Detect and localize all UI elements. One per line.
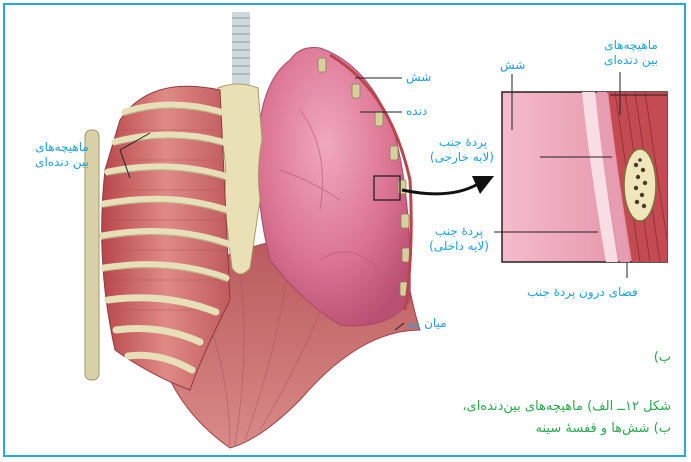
outer-pleura-line-2: (لایه خارجی) bbox=[432, 150, 494, 165]
inner-pleura-label: پردهٔ جنب (لایه داخلی) bbox=[428, 224, 490, 254]
outer-pleura-label: پردهٔ جنب (لایه خارجی) bbox=[432, 135, 494, 165]
inner-pleura-line-2: (لایه داخلی) bbox=[428, 239, 490, 254]
intercostal-left-line-1: ماهیچه‌های bbox=[12, 140, 112, 155]
intercostal-inset-line-1: ماهیچه‌های bbox=[588, 38, 674, 53]
pleural-space-label: فضای درون پردهٔ جنب bbox=[527, 285, 638, 300]
part-label: ب) bbox=[654, 348, 671, 368]
caption-line-1: شکل ۱۲ــ الف) ماهیچه‌های بین‌دنده‌ای، bbox=[462, 397, 671, 417]
intercostal-inset-line-2: بین دنده‌ای bbox=[588, 53, 674, 68]
diaphragm-label: میان بند bbox=[407, 316, 447, 331]
caption-line-2: ب) شش‌ها و قفسهٔ سینه bbox=[536, 419, 671, 439]
intercostal-left-line-2: بین دنده‌ای bbox=[12, 155, 112, 170]
lung-label: شش bbox=[406, 70, 431, 85]
intercostal-left-label: ماهیچه‌های بین دنده‌ای bbox=[12, 140, 112, 170]
inner-pleura-line-1: پردهٔ جنب bbox=[428, 224, 490, 239]
intercostal-inset-label: ماهیچه‌های بین دنده‌ای bbox=[588, 38, 674, 68]
rib-label: دنده bbox=[406, 104, 427, 119]
lung-inset-label: شش bbox=[500, 58, 525, 73]
pleura-inset bbox=[494, 72, 667, 278]
zoom-arrow bbox=[402, 184, 478, 194]
rib-cage bbox=[85, 86, 230, 390]
outer-pleura-line-1: پردهٔ جنب bbox=[432, 135, 494, 150]
